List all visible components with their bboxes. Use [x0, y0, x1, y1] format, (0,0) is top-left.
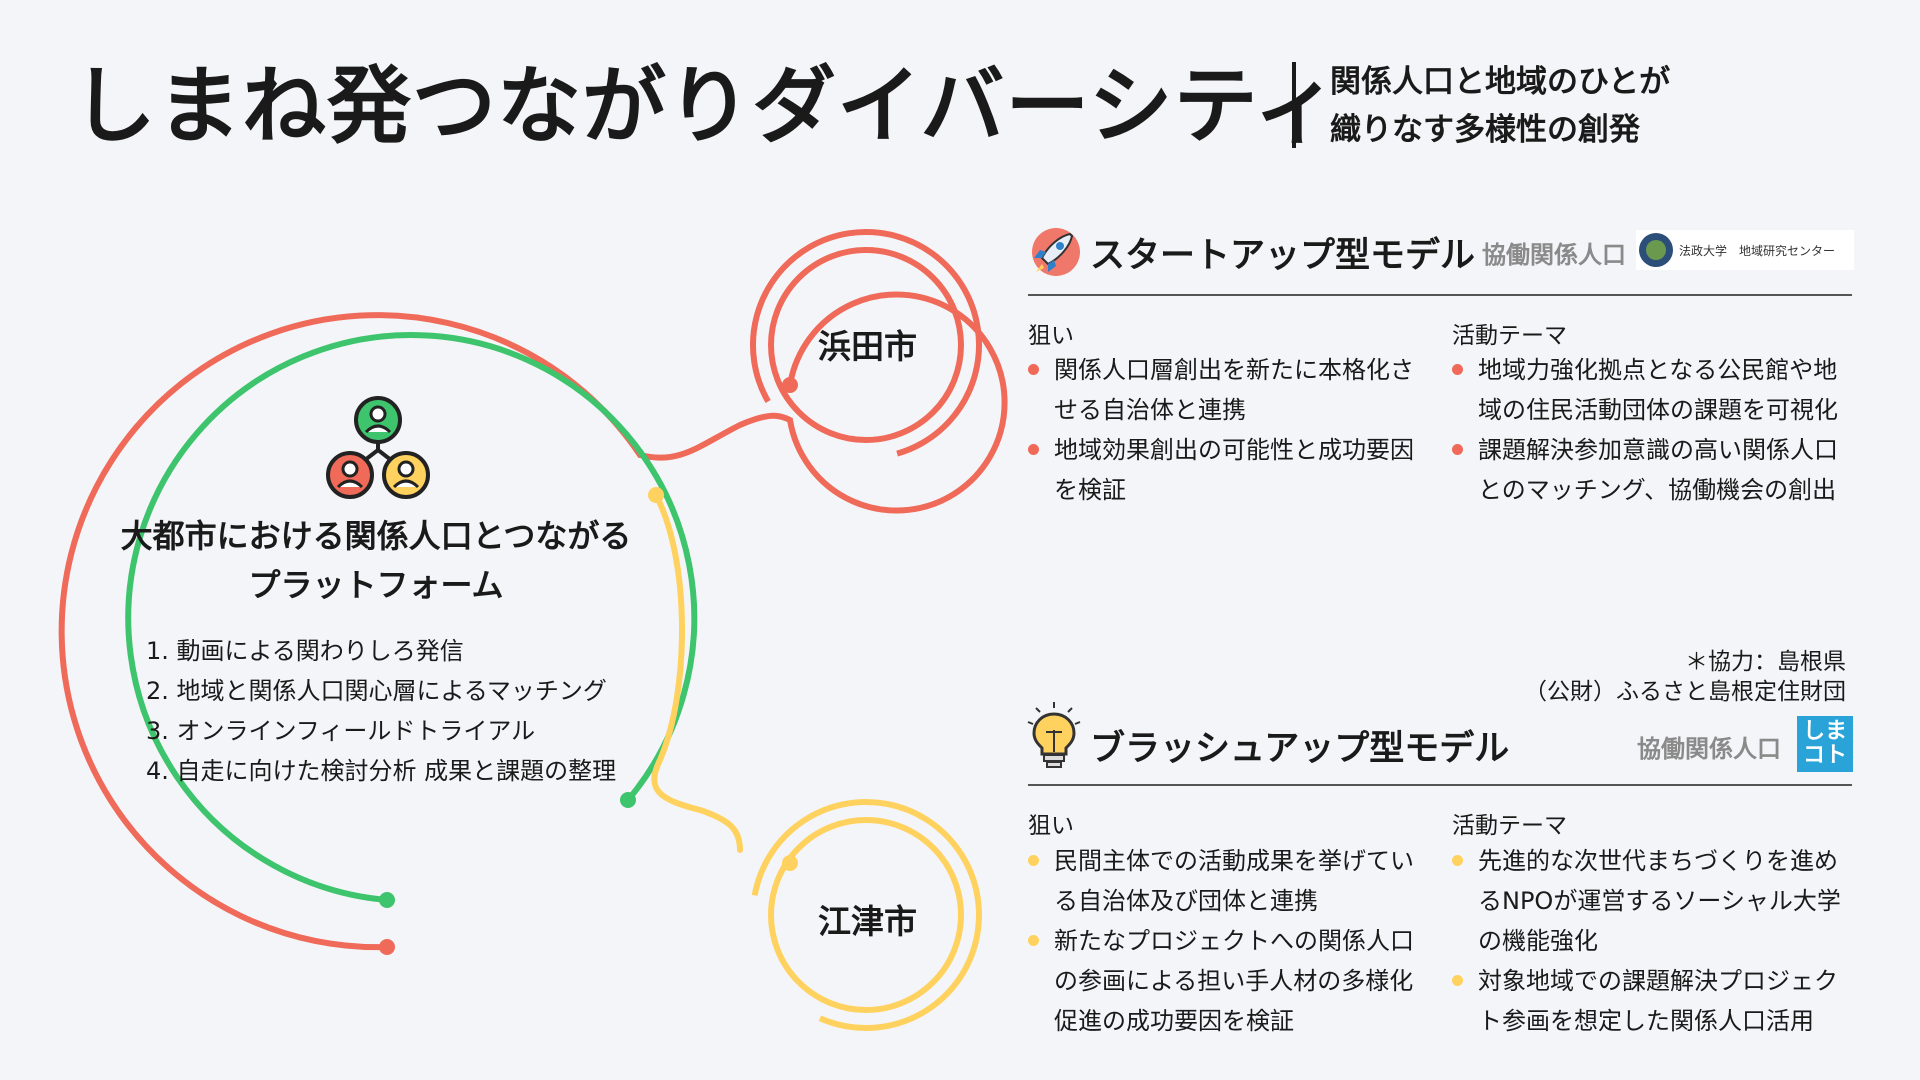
startup-theme-item: 課題解決参加意識の高い関係人口 とのマッチング、協働機会の創出: [1452, 430, 1872, 510]
startup-partner-label: 協働関係人口: [1482, 241, 1626, 269]
gotsu-ring: [750, 799, 982, 1031]
yellow-start-dot: [648, 487, 664, 503]
rocket-icon: [1032, 228, 1080, 276]
startup-aim-label: 狙い: [1028, 323, 1074, 349]
bullet-dot: [1452, 855, 1463, 866]
bullet-dot: [1028, 444, 1039, 455]
title-divider: [1292, 62, 1296, 148]
startup-model-title: スタートアップ型モデル: [1090, 236, 1476, 276]
city-label-hamada: 浜田市: [818, 327, 917, 366]
subtitle-line-1: 関係人口と地域のひとが: [1330, 64, 1671, 100]
hamada-ring-outer: [750, 229, 983, 461]
brushup-aim-item: 民間主体での活動成果を挙げてい る自治体及び団体と連携: [1028, 841, 1428, 921]
hub-title-line-2: プラットフォーム: [248, 566, 504, 604]
page-subtitle: 関係人口と地域のひとが 織りなす多様性の創発: [1330, 58, 1670, 154]
hub-list-item: 1. 動画による関わりしろ発信: [146, 637, 464, 665]
note-line-1: ＊協力：島根県: [1685, 649, 1846, 675]
startup-themes: 地域力強化拠点となる公民館や地 域の住民活動団体の課題を可視化 課題解決参加意識…: [1452, 350, 1872, 510]
lightbulb-icon: [1027, 702, 1081, 768]
hamada-end-dot: [782, 377, 798, 393]
startup-aim-item: 地域効果創出の可能性と成功要因 を検証: [1028, 430, 1428, 510]
startup-divider: [1028, 294, 1852, 296]
hub-list-item: 4. 自走に向けた検討分析 成果と課題の整理: [146, 757, 617, 785]
bullet-dot: [1028, 364, 1039, 375]
brushup-model-title: ブラッシュアップ型モデル: [1090, 729, 1510, 769]
brushup-divider: [1028, 784, 1852, 786]
people-network-icon: [326, 396, 430, 499]
green-hub-ring: [125, 332, 698, 903]
green-end-dot: [620, 792, 636, 808]
red-connector: [58, 291, 1008, 951]
hub-title-line-1: 大都市における関係人口とつながる: [120, 517, 632, 555]
startup-theme-item: 地域力強化拠点となる公民館や地 域の住民活動団体の課題を可視化: [1452, 350, 1872, 430]
city-label-gotsu: 江津市: [818, 902, 917, 941]
cooperation-note: ＊協力：島根県 （公財）ふるさと島根定住財団: [1440, 647, 1846, 707]
bullet-dot: [1028, 855, 1039, 866]
startup-aim-item: 関係人口層創出を新たに本格化さ せる自治体と連携: [1028, 350, 1428, 430]
hub-list: 1. 動画による関わりしろ発信 2. 地域と関係人口関心層によるマッチング 3.…: [146, 631, 616, 791]
red-start-dot: [379, 939, 395, 955]
bullet-dot: [1452, 444, 1463, 455]
gotsu-ring-inner: [768, 817, 964, 1013]
gotsu-end-dot: [782, 855, 798, 871]
brushup-theme-label: 活動テーマ: [1452, 813, 1567, 839]
page-title: しまね発つながりダイバーシティ: [72, 57, 1339, 155]
startup-aims: 関係人口層創出を新たに本格化さ せる自治体と連携 地域効果創出の可能性と成功要因…: [1028, 350, 1428, 510]
brushup-aims: 民間主体での活動成果を挙げてい る自治体及び団体と連携 新たなプロジェクトへの関…: [1028, 841, 1428, 1041]
brushup-partner-label: 協働関係人口: [1637, 735, 1781, 763]
startup-theme-label: 活動テーマ: [1452, 323, 1567, 349]
hamada-ring: [768, 247, 964, 443]
hosei-logo-text: 法政大学 地域研究センター: [1679, 243, 1836, 258]
brushup-theme-item: 先進的な次世代まちづくりを進め るNPOが運営するソーシャル大学 の機能強化: [1452, 841, 1872, 961]
brushup-theme-item: 対象地域での課題解決プロジェク ト参画を想定した関係人口活用: [1452, 961, 1872, 1041]
bullet-dot: [1452, 975, 1463, 986]
hub-title: 大都市における関係人口とつながる プラットフォーム: [100, 512, 652, 610]
bullet-dot: [1452, 364, 1463, 375]
shimakoto-logo: しまコト: [1797, 716, 1853, 772]
brushup-aim-item: 新たなプロジェクトへの関係人口 の参画による担い手人材の多様化 促進の成功要因を…: [1028, 921, 1428, 1041]
hub-list-item: 2. 地域と関係人口関心層によるマッチング: [146, 677, 607, 705]
green-start-dot: [379, 892, 395, 908]
note-line-2: （公財）ふるさと島根定住財団: [1524, 679, 1846, 705]
subtitle-line-2: 織りなす多様性の創発: [1330, 112, 1640, 148]
hosei-logo: 法政大学 地域研究センター: [1636, 230, 1854, 270]
yellow-connector: [651, 492, 743, 853]
brushup-aim-label: 狙い: [1028, 813, 1074, 839]
bullet-dot: [1028, 935, 1039, 946]
hosei-seal-icon: [1639, 233, 1673, 267]
brushup-themes: 先進的な次世代まちづくりを進め るNPOが運営するソーシャル大学 の機能強化 対…: [1452, 841, 1872, 1041]
hub-list-item: 3. オンラインフィールドトライアル: [146, 717, 536, 745]
